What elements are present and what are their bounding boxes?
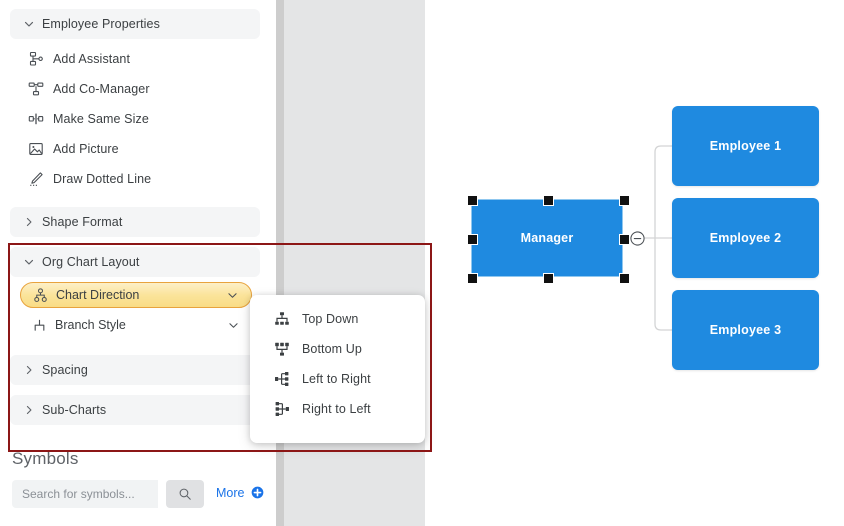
right-to-left-icon <box>275 402 289 416</box>
sidebar-item-branch-style[interactable]: Branch Style <box>20 312 252 338</box>
menu-item-label: Draw Dotted Line <box>53 172 152 186</box>
chevron-right-icon <box>26 365 32 375</box>
resize-handle-middle-left[interactable] <box>467 234 478 245</box>
sidebar-section-sub-charts[interactable]: Sub-Charts <box>10 395 260 425</box>
resize-handle-top-right[interactable] <box>619 195 630 206</box>
search-button[interactable] <box>166 480 204 508</box>
dropdown-item-label: Top Down <box>302 312 359 326</box>
dropdown-item-label: Bottom Up <box>302 342 362 356</box>
dropdown-item-top-down[interactable]: Top Down <box>250 304 425 334</box>
resize-handle-bottom-right[interactable] <box>619 273 630 284</box>
menu-item-label: Make Same Size <box>53 112 149 126</box>
chevron-right-icon <box>26 217 32 227</box>
org-node-label: Employee 2 <box>709 231 782 245</box>
sidebar-section-org-chart-layout[interactable]: Org Chart Layout <box>10 247 260 277</box>
org-node-employee-2[interactable]: Employee 2 <box>672 198 819 278</box>
draw-dotted-line-icon <box>30 172 43 186</box>
search-input[interactable] <box>12 480 158 508</box>
properties-sidebar: Employee Properties Add Assistant Add Co… <box>0 0 276 526</box>
top-down-icon <box>275 312 289 325</box>
resize-handle-middle-right[interactable] <box>619 234 630 245</box>
plus-circle-icon[interactable] <box>251 486 264 499</box>
dropdown-item-bottom-up[interactable]: Bottom Up <box>250 334 425 364</box>
org-node-employee-3[interactable]: Employee 3 <box>672 290 819 370</box>
more-link[interactable]: More <box>216 486 245 500</box>
chart-direction-dropdown: Top Down Bottom Up Left to Right Ri <box>250 295 425 443</box>
search-icon <box>179 488 191 500</box>
branch-style-icon <box>34 319 45 331</box>
sidebar-item-label: Chart Direction <box>56 288 140 302</box>
org-node-label: Manager <box>520 231 574 245</box>
chevron-down-icon <box>228 292 237 298</box>
add-co-manager-icon <box>28 82 44 96</box>
menu-item-label: Add Picture <box>53 142 119 156</box>
sidebar-item-label: Branch Style <box>55 318 126 332</box>
org-node-label: Employee 1 <box>709 139 782 153</box>
org-node-manager[interactable]: Manager <box>471 199 623 277</box>
dropdown-item-label: Left to Right <box>302 372 371 386</box>
panel-background-gap <box>284 0 425 526</box>
symbols-heading: Symbols <box>12 449 79 468</box>
dropdown-item-left-to-right[interactable]: Left to Right <box>250 364 425 394</box>
bottom-up-icon <box>275 342 289 356</box>
sidebar-section-shape-format[interactable]: Shape Format <box>10 207 260 237</box>
sidebar-section-label: Shape Format <box>42 215 123 229</box>
menu-item-add-assistant[interactable]: Add Assistant <box>10 45 260 73</box>
chevron-right-icon <box>26 405 32 415</box>
resize-handle-top-left[interactable] <box>467 195 478 206</box>
resize-handle-bottom-left[interactable] <box>467 273 478 284</box>
chevron-down-icon <box>229 322 238 328</box>
dropdown-item-label: Right to Left <box>302 402 371 416</box>
make-same-size-icon <box>28 113 44 125</box>
sidebar-scrollbar[interactable] <box>276 0 284 526</box>
add-assistant-icon <box>29 51 43 66</box>
sidebar-section-employee-properties[interactable]: Employee Properties <box>10 9 260 39</box>
menu-item-draw-dotted-line[interactable]: Draw Dotted Line <box>10 165 260 193</box>
chevron-down-icon <box>24 259 34 265</box>
menu-item-add-picture[interactable]: Add Picture <box>10 135 260 163</box>
sidebar-section-label: Org Chart Layout <box>42 255 140 269</box>
org-chart-icon <box>34 287 47 302</box>
sidebar-section-label: Spacing <box>42 363 88 377</box>
sidebar-section-label: Employee Properties <box>42 17 160 31</box>
left-to-right-icon <box>275 372 289 386</box>
sidebar-section-label: Sub-Charts <box>42 403 107 417</box>
resize-handle-bottom-center[interactable] <box>543 273 554 284</box>
org-chart-canvas[interactable]: Manager Employee 1 Employee 2 Employee 3 <box>425 0 844 526</box>
org-node-label: Employee 3 <box>709 323 782 337</box>
menu-item-add-co-manager[interactable]: Add Co-Manager <box>10 75 260 103</box>
add-picture-icon <box>29 143 43 155</box>
dropdown-item-right-to-left[interactable]: Right to Left <box>250 394 425 424</box>
resize-handle-top-center[interactable] <box>543 195 554 206</box>
menu-item-make-same-size[interactable]: Make Same Size <box>10 105 260 133</box>
menu-item-label: Add Assistant <box>53 52 131 66</box>
org-node-employee-1[interactable]: Employee 1 <box>672 106 819 186</box>
chevron-down-icon <box>24 21 34 27</box>
sidebar-section-spacing[interactable]: Spacing <box>10 355 260 385</box>
sidebar-item-chart-direction[interactable]: Chart Direction <box>20 282 252 308</box>
menu-item-label: Add Co-Manager <box>53 82 150 96</box>
minus-circle-icon[interactable] <box>630 231 645 246</box>
